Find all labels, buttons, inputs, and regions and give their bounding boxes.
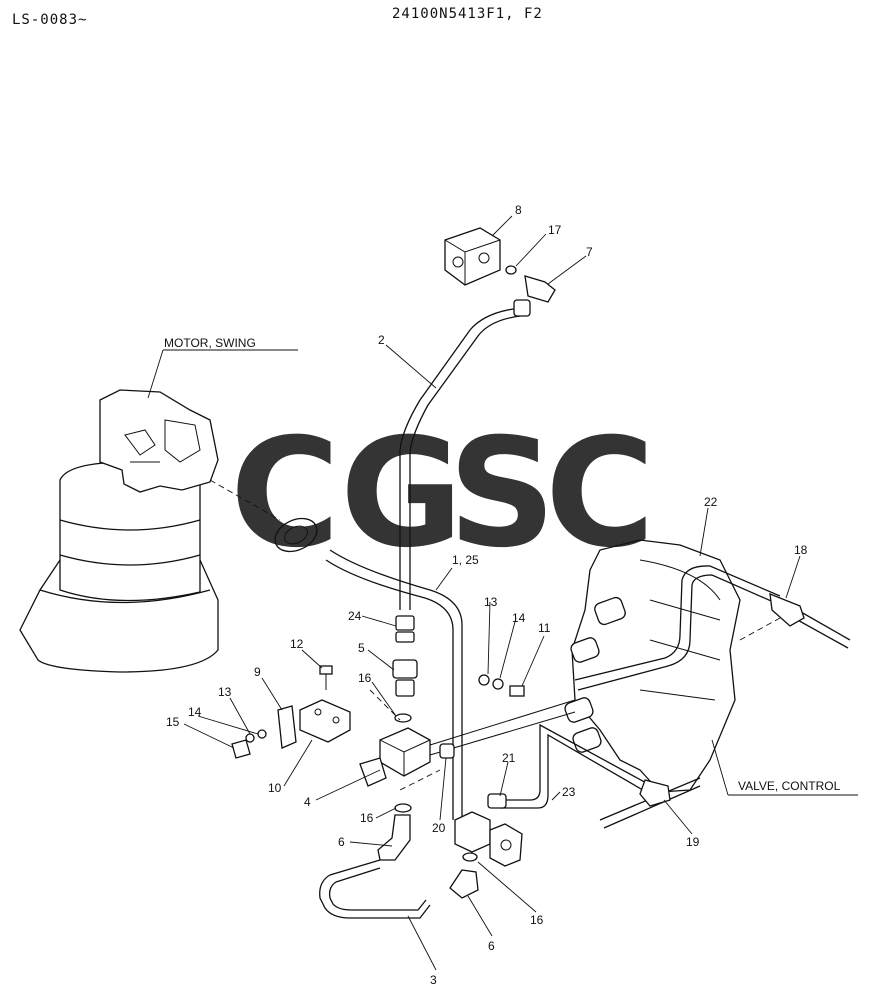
callout-6-upper: 6 (338, 835, 345, 849)
oring-16-bottom (394, 803, 412, 813)
callout-15: 15 (166, 715, 180, 729)
pipe-2 (399, 307, 521, 610)
washer-14 (257, 729, 267, 739)
elbow-7 (524, 275, 556, 303)
drawing-number-label: 24100N5413F1, F2 (392, 6, 543, 22)
callout-16-mid: 16 (360, 811, 374, 825)
watermark-letter-c2: C (545, 407, 655, 581)
callout-leaders (183, 215, 801, 971)
control-valve-drawing: VALVE, CONTROL (564, 539, 858, 796)
bolt-12 (319, 665, 333, 675)
bracket-10 (299, 699, 351, 743)
pipe-22 (574, 565, 781, 691)
nut-15 (231, 739, 251, 759)
callout-16-top: 16 (358, 671, 372, 685)
oring-16-top (394, 713, 412, 723)
serial-range-label: LS-0083~ (12, 12, 88, 28)
callout-20: 20 (432, 821, 446, 835)
callout-7: 7 (586, 245, 593, 259)
callout-6-lower: 6 (488, 939, 495, 953)
block-4 (359, 727, 431, 787)
fitting-21 (487, 793, 507, 809)
washer-13 (245, 733, 255, 743)
callout-14-left: 14 (188, 705, 202, 719)
callout-19: 19 (686, 835, 700, 849)
oring-17 (505, 265, 517, 275)
callout-5: 5 (358, 641, 365, 655)
callout-16-lower: 16 (530, 913, 544, 927)
callout-17: 17 (548, 223, 562, 237)
tee-19 (639, 779, 671, 807)
elbow-6-lower (449, 869, 479, 899)
callout-9: 9 (254, 665, 261, 679)
watermark: C G S C (230, 407, 655, 581)
swing-motor-drawing: MOTOR, SWING (19, 336, 318, 673)
callout-2: 2 (378, 333, 385, 347)
block-8 (444, 227, 501, 286)
oring-16-lower (462, 852, 478, 862)
washer-14b (492, 678, 504, 690)
block-lower (454, 811, 523, 867)
callout-numbers: 8 17 7 2 1, 25 24 5 16 12 9 13 14 15 10 … (166, 203, 808, 987)
watermark-letter-s: S (448, 407, 556, 581)
callout-13-right: 13 (484, 595, 498, 609)
pipe-3 (319, 859, 431, 919)
callout-4: 4 (304, 795, 311, 809)
elbow-6-upper (377, 814, 411, 861)
callout-18: 18 (794, 543, 808, 557)
callout-13-left: 13 (218, 685, 232, 699)
callout-22: 22 (704, 495, 718, 509)
washer-13b (478, 674, 490, 686)
callout-12: 12 (290, 637, 304, 651)
fitting-24-5 (392, 615, 418, 697)
callout-14-right: 14 (512, 611, 526, 625)
valve-control-label: VALVE, CONTROL (738, 779, 841, 793)
fitting-20 (439, 743, 455, 759)
callout-8: 8 (515, 203, 522, 217)
callout-3: 3 (430, 973, 437, 987)
plate-9 (277, 705, 297, 749)
pipe-1-25 (325, 549, 463, 820)
callout-11: 11 (538, 621, 551, 635)
motor-swing-label: MOTOR, SWING (164, 336, 256, 350)
callout-24: 24 (348, 609, 362, 623)
callout-21: 21 (502, 751, 516, 765)
callout-1-25: 1, 25 (452, 553, 479, 567)
callout-23: 23 (562, 785, 576, 799)
bolt-11 (509, 685, 525, 697)
tee-18 (769, 592, 805, 627)
watermark-letter-c1: C (230, 407, 340, 581)
watermark-letter-g: G (340, 407, 463, 581)
pipe-23 (500, 723, 651, 809)
callout-10: 10 (268, 781, 282, 795)
